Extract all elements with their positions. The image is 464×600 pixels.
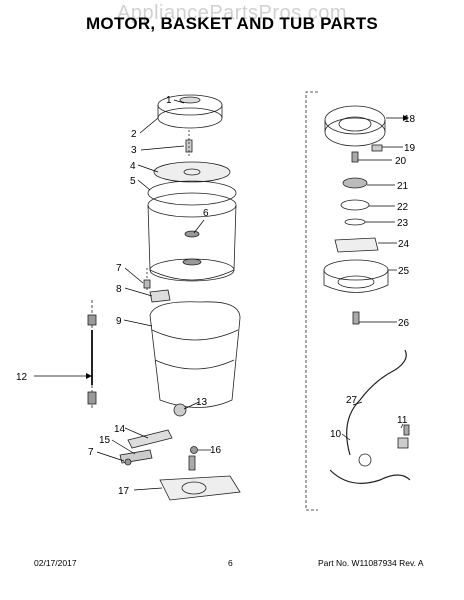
basket-drawing <box>147 180 237 282</box>
wash-plate-drawing <box>153 161 231 183</box>
callout-18: 18 <box>404 114 416 125</box>
callout-5: 5 <box>130 176 136 187</box>
callout-7-upper: 7 <box>116 263 122 274</box>
callout-25: 25 <box>398 266 410 277</box>
callout-17: 17 <box>118 486 130 497</box>
outer-tub-drawing <box>149 301 241 417</box>
watermark: AppliancePartsPros.com <box>117 2 347 24</box>
callout-11: 11 <box>397 415 408 426</box>
callout-8: 8 <box>116 284 122 295</box>
callout-3: 3 <box>131 145 137 156</box>
callout-1: 1 <box>166 95 172 106</box>
callout-9: 9 <box>116 316 122 327</box>
callout-20: 20 <box>395 156 407 167</box>
callout-27: 27 <box>346 395 358 406</box>
callout-4: 4 <box>130 161 136 172</box>
callout-19: 19 <box>404 143 416 154</box>
callout-26: 26 <box>398 318 410 329</box>
callout-7-lower: 7 <box>88 447 94 458</box>
callout-13: 13 <box>196 397 208 408</box>
callout-12: 12 <box>16 372 28 383</box>
callout-21: 21 <box>397 181 409 192</box>
wire-harness-drawing <box>346 349 407 456</box>
callout-10: 10 <box>330 429 342 440</box>
rotor-drawing <box>323 259 389 293</box>
page-title: MOTOR, BASKET AND TUB PARTS <box>85 14 379 33</box>
footer-part-number: Part No. W11087934 Rev. A <box>318 558 424 568</box>
basket-bolt-drawing <box>185 130 193 158</box>
pressure-hose-drawing <box>87 300 97 410</box>
callout-2: 2 <box>131 129 137 140</box>
callout-14: 14 <box>114 424 126 435</box>
footer-page-number: 6 <box>228 558 233 568</box>
callout-22: 22 <box>397 202 409 213</box>
callout-6: 6 <box>203 208 209 219</box>
callout-23: 23 <box>397 218 409 229</box>
callout-16: 16 <box>210 445 222 456</box>
stator-drawing <box>324 105 386 147</box>
drive-hub-drawing <box>159 455 241 501</box>
callout-15: 15 <box>99 435 111 446</box>
callout-24: 24 <box>398 239 410 250</box>
footer-date: 02/17/2017 <box>34 558 77 568</box>
balance-ring-drawing <box>157 94 223 129</box>
